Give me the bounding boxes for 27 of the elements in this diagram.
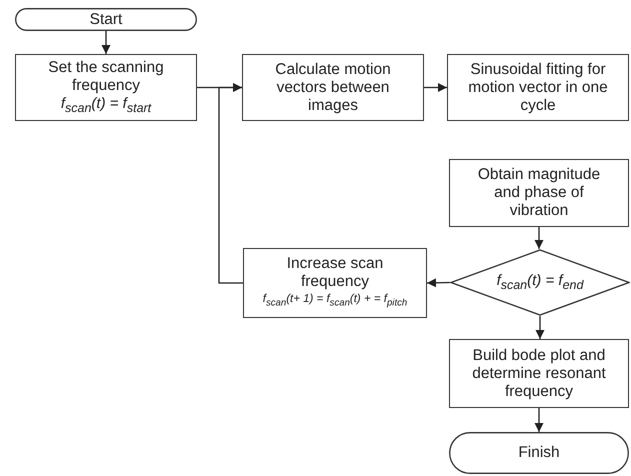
terminal-shape: [15, 8, 197, 31]
arrow: [534, 227, 544, 249]
process-box: [449, 339, 629, 408]
terminal-shape: [449, 432, 629, 474]
step-text: Finish: [518, 444, 560, 462]
decision-diamond: [450, 249, 630, 316]
step-text: Calculate motion vectors between images: [274, 60, 392, 114]
formula: f$_{scan}$(t) = f$_{end}$: [496, 272, 584, 294]
arrow: [102, 31, 110, 54]
process-box: [447, 54, 629, 121]
step-text: Obtain magnitude and phase of vibration: [476, 166, 602, 220]
formula: f$_{scan}$(t+ 1) = f$_{scan}$(t) + = f$_{pitch}$: [262, 292, 408, 310]
step-text: Start: [90, 10, 122, 28]
arrow: [426, 278, 450, 288]
process-box: [15, 54, 197, 121]
process-box: [243, 248, 427, 318]
step-text: Increase scan frequency: [286, 254, 384, 291]
formula: f$_{scan}$(t) = f$_{start}$: [60, 94, 152, 116]
process-box: [449, 159, 629, 227]
process-box: [242, 54, 424, 121]
arrow: [218, 83, 243, 284]
arrow: [536, 316, 544, 339]
step-text: Set the scanning frequency: [47, 58, 165, 94]
arrow: [534, 408, 544, 432]
arrow: [424, 83, 447, 92]
step-text: Sinusoidal fitting for motion vector in one cycle: [467, 60, 609, 114]
step-text: Build bode plot and determine resonant frequency: [471, 346, 607, 400]
